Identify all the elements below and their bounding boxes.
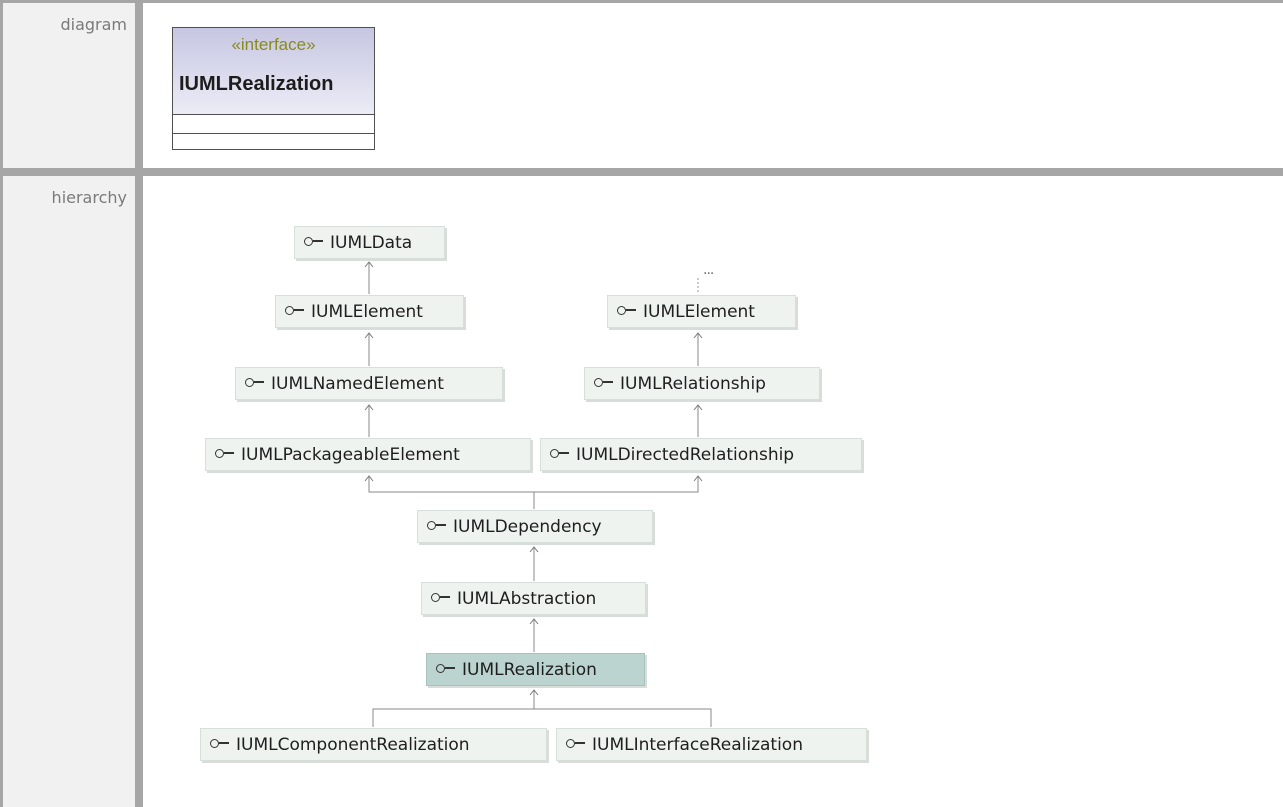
- uml-class-name: IUMLRealization: [179, 73, 334, 95]
- node-label: IUMLInterfaceRealization: [592, 734, 803, 755]
- node-iumlpackageableelement[interactable]: IUMLPackageableElement: [205, 438, 531, 471]
- interface-lollipop-icon: [210, 738, 231, 751]
- node-label: IUMLRelationship: [620, 373, 766, 394]
- node-iumlrealization-selected[interactable]: IUMLRealization: [426, 653, 645, 686]
- node-label: IUMLAbstraction: [457, 588, 597, 609]
- node-iumlelement-right[interactable]: IUMLElement: [607, 295, 796, 328]
- node-label: IUMLPackageableElement: [241, 444, 460, 465]
- node-label: IUMLElement: [643, 301, 755, 322]
- ellipsis-marker[interactable]: ...: [703, 262, 714, 278]
- node-iumlrelationship[interactable]: IUMLRelationship: [584, 367, 820, 400]
- interface-lollipop-icon: [431, 592, 452, 605]
- node-iumlnamedelement[interactable]: IUMLNamedElement: [235, 367, 503, 400]
- interface-lollipop-icon: [617, 305, 638, 318]
- node-label: IUMLRealization: [462, 659, 597, 680]
- node-iumlabstraction[interactable]: IUMLAbstraction: [421, 582, 646, 615]
- node-label: IUMLComponentRealization: [236, 734, 470, 755]
- uml-compartment-divider: [173, 133, 374, 134]
- node-iumlinterfacerealization[interactable]: IUMLInterfaceRealization: [556, 728, 867, 761]
- node-label: IUMLData: [330, 232, 413, 253]
- node-iumldata[interactable]: IUMLData: [294, 226, 445, 259]
- interface-lollipop-icon: [427, 520, 448, 533]
- node-iumldependency[interactable]: IUMLDependency: [417, 510, 653, 543]
- interface-lollipop-icon: [215, 448, 236, 461]
- node-iumlcomponentrealization[interactable]: IUMLComponentRealization: [200, 728, 547, 761]
- node-label: IUMLElement: [311, 301, 423, 322]
- interface-lollipop-icon: [550, 448, 571, 461]
- interface-lollipop-icon: [566, 738, 587, 751]
- interface-lollipop-icon: [285, 305, 306, 318]
- row-label-hierarchy: hierarchy: [3, 176, 135, 807]
- uml-stereotype: «interface»: [231, 35, 316, 54]
- node-label: IUMLDirectedRelationship: [576, 444, 795, 465]
- node-label: IUMLDependency: [453, 516, 602, 537]
- hierarchy-cell: [143, 176, 1283, 807]
- interface-lollipop-icon: [436, 663, 457, 676]
- uml-interface-box[interactable]: «interface» IUMLRealization: [172, 27, 375, 150]
- node-label: IUMLNamedElement: [271, 373, 444, 394]
- node-iumldirectedrelationship[interactable]: IUMLDirectedRelationship: [540, 438, 862, 471]
- row-label-diagram: diagram: [3, 3, 135, 168]
- interface-lollipop-icon: [245, 377, 266, 390]
- interface-lollipop-icon: [304, 236, 325, 249]
- uml-box-header: «interface» IUMLRealization: [173, 28, 374, 115]
- interface-lollipop-icon: [594, 377, 615, 390]
- node-iumlelement-left[interactable]: IUMLElement: [275, 295, 464, 328]
